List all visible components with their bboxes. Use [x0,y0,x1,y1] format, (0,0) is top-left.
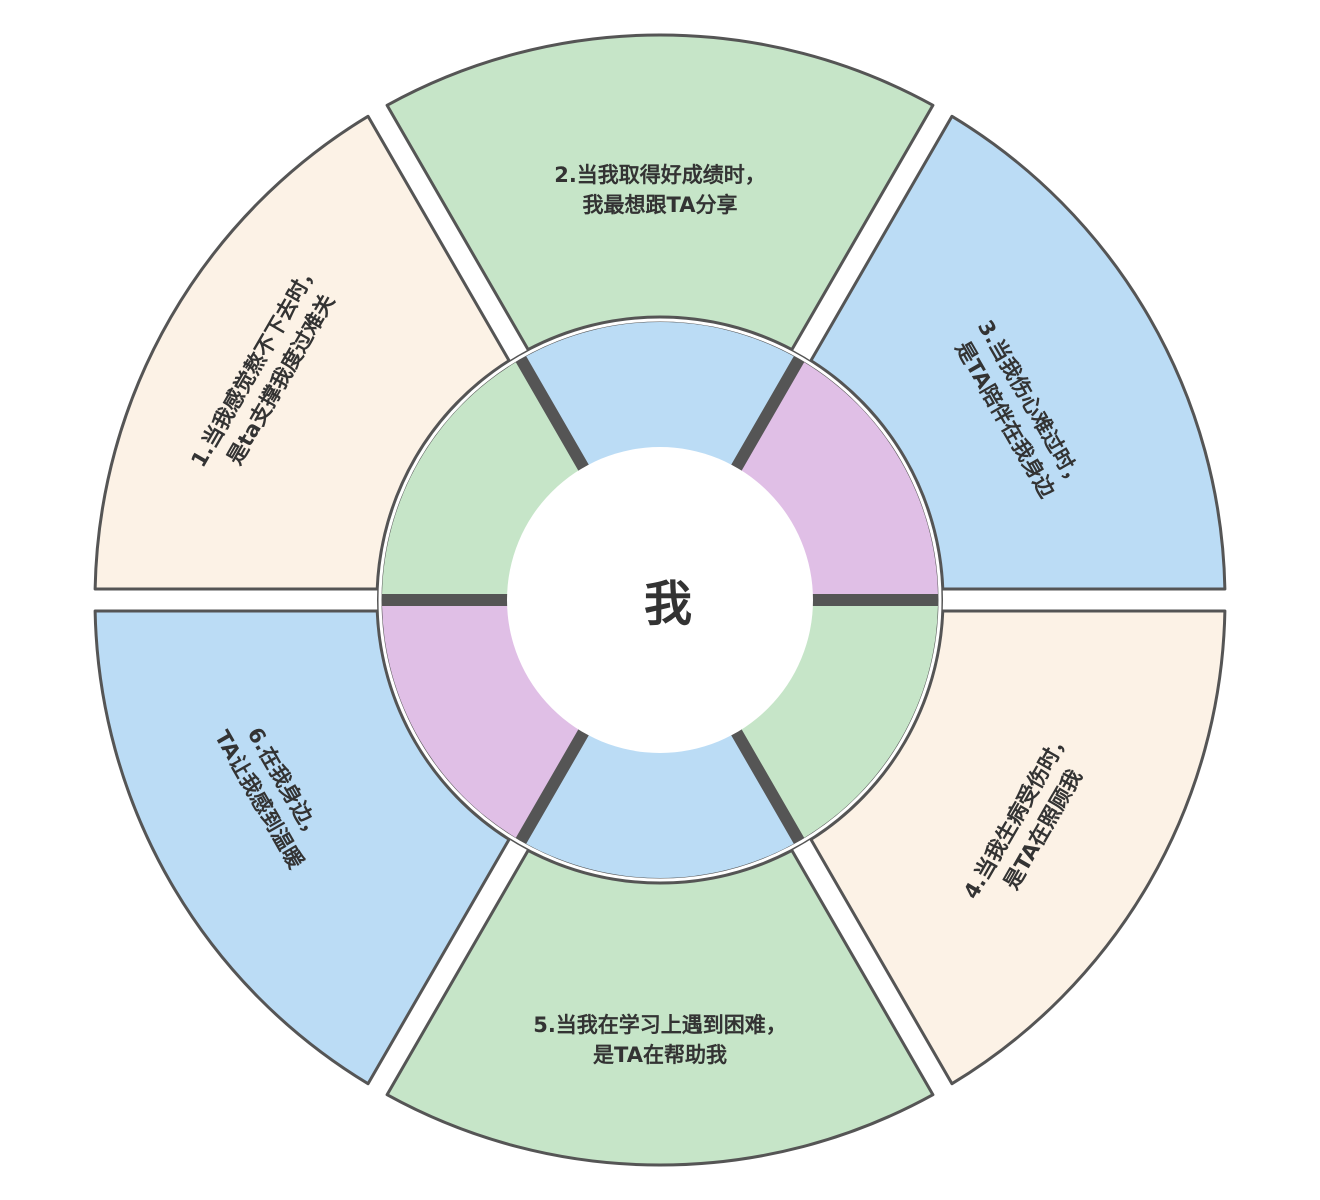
outer-ring [93,33,1227,1167]
inner-segment-bottom [526,732,794,879]
segment-5-line-1: 5.当我在学习上遇到困难， [533,1013,787,1037]
segment-label-2: 2.当我取得好成绩时， 我最想跟TA分享 [554,163,766,217]
center-label: 我 [644,576,692,632]
segment-label-5: 5.当我在学习上遇到困难， 是TA在帮助我 [533,1013,787,1067]
segment-2-line-2: 我最想跟TA分享 [583,193,738,217]
center-circle [507,447,813,753]
segment-5-line-2: 是TA在帮助我 [593,1043,727,1067]
inner-segment-left-lower [382,606,580,838]
inner-ring-gap [378,318,942,882]
inner-segment-right-upper [740,362,938,594]
inner-segment-top [526,321,794,468]
inner-segment-left-upper [382,362,580,594]
segment-2-line-1: 2.当我取得好成绩时， [554,163,766,187]
inner-segment-right-lower [740,606,938,838]
